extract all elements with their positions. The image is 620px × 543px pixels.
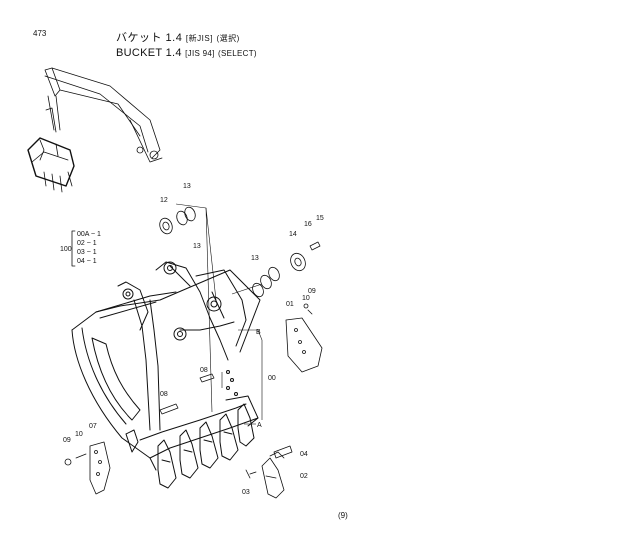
leader-lines — [175, 203, 263, 425]
callout-09a: 09 — [308, 288, 316, 295]
callout-B: B — [256, 329, 261, 336]
callout-14: 14 — [289, 231, 297, 238]
variant-table: 100 00A ~ 1 02 ~ 1 03 ~ 1 04 ~ 1 — [60, 231, 101, 265]
callout-03: 03 — [242, 489, 250, 496]
title-japanese: バケット 1.4 [新JIS] (選択) — [116, 33, 240, 44]
excavator-arm-thumbnail — [27, 67, 163, 193]
callout-16: 16 — [304, 221, 312, 228]
callout-10a: 10 — [302, 295, 310, 302]
title-en-main: BUCKET 1.4 — [116, 47, 182, 59]
callout-08a: 08 — [160, 391, 168, 398]
page-number: 473 — [33, 29, 47, 38]
bucket-teeth — [157, 403, 255, 489]
variant-bracket — [71, 230, 76, 267]
footer-mark: (9) — [338, 511, 348, 520]
variant-group: 100 — [60, 246, 72, 253]
pin-rings-right — [252, 241, 321, 298]
callout-02: 02 — [300, 473, 308, 480]
variant-row-1: 00A ~ 1 — [77, 231, 101, 238]
callout-labels: 13 12 13 15 16 14 13 09 10 01 B 00 08 08… — [63, 183, 324, 496]
callout-12: 12 — [160, 197, 168, 204]
tooth-adapter-exploded — [245, 445, 293, 499]
callout-13b: 13 — [193, 243, 201, 250]
callout-09b: 09 — [63, 437, 71, 444]
callout-04: 04 — [300, 451, 308, 458]
callout-08b: 08 — [200, 367, 208, 374]
callout-07: 07 — [89, 423, 97, 430]
callout-A: A — [257, 422, 262, 429]
title-jp-main: バケット 1.4 — [116, 32, 183, 44]
title-jp-select: (選択) — [216, 34, 240, 43]
title-en-standard: [JIS 94] — [185, 49, 215, 58]
variant-row-3: 03 ~ 1 — [77, 249, 97, 256]
callout-15: 15 — [316, 215, 324, 222]
callout-13c: 13 — [251, 255, 259, 262]
callout-00: 00 — [268, 375, 276, 382]
callout-13a: 13 — [183, 183, 191, 190]
variant-row-4: 04 ~ 1 — [77, 258, 97, 265]
pins-bolts — [159, 373, 215, 415]
bucket-body — [71, 261, 261, 471]
variant-row-2: 02 ~ 1 — [77, 240, 97, 247]
title-jp-standard: [新JIS] — [185, 34, 213, 43]
callout-10b: 10 — [75, 431, 83, 438]
title-en-select: (SELECT) — [218, 49, 257, 58]
title-english: BUCKET 1.4 [JIS 94] (SELECT) — [116, 48, 257, 59]
callout-01: 01 — [286, 301, 294, 308]
side-plate-exploded — [285, 303, 323, 373]
side-cutter-exploded — [64, 441, 111, 495]
pin-rings-upper — [159, 206, 196, 235]
